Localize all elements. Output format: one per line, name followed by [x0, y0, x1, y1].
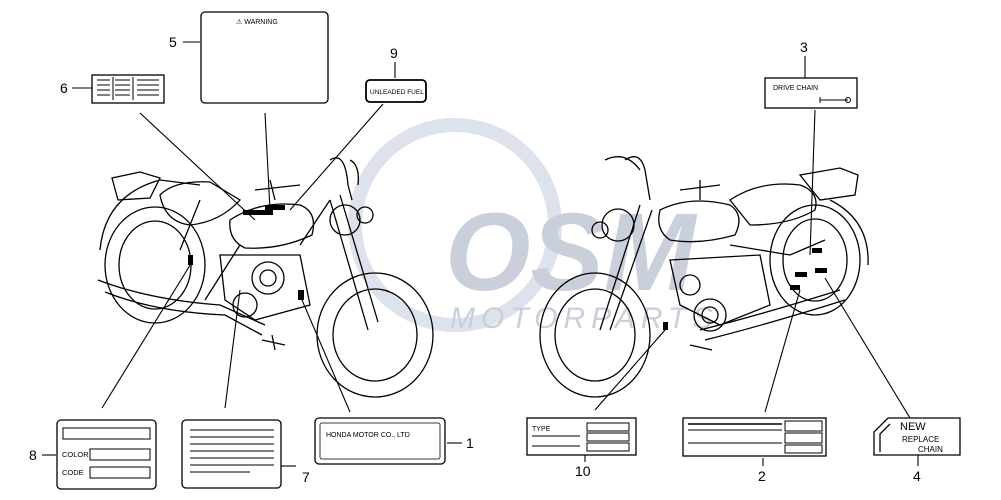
callout-2: 2 — [758, 468, 766, 484]
watermark-subtitle: MOTORPARTS — [450, 302, 718, 335]
pictogram-label — [91, 74, 165, 104]
unleaded-fuel-text: UNLEADED FUEL — [370, 89, 424, 96]
drive-chain-text: DRIVE CHAIN — [773, 85, 818, 92]
callout-numbers: 5 6 9 3 8 7 1 10 2 4 — [29, 34, 921, 485]
watermark-brand: OSM — [445, 191, 698, 314]
warning-label: ⚠ WARNING — [200, 11, 329, 104]
replace-text: REPLACE — [902, 435, 939, 444]
callout-5: 5 — [169, 34, 177, 50]
callout-8: 8 — [29, 447, 37, 463]
callout-1: 1 — [466, 435, 474, 451]
callout-7: 7 — [302, 469, 310, 485]
color-field-label: COLOR — [62, 450, 89, 459]
callout-4: 4 — [913, 468, 921, 484]
watermark: OSM MOTORPARTS — [348, 118, 718, 335]
info-text-label — [181, 419, 282, 489]
callout-9: 9 — [390, 45, 398, 61]
callout-6: 6 — [60, 80, 68, 96]
chain-adjust-icon — [819, 97, 848, 103]
type-field-label: TYPE — [532, 426, 551, 433]
type-label: TYPE — [526, 417, 637, 456]
motorcycle-right-view — [539, 156, 869, 398]
manufacturer-label: HONDA MOTOR CO., LTD — [314, 417, 446, 465]
chain-text: CHAIN — [918, 445, 943, 454]
manufacturer-text: HONDA MOTOR CO., LTD — [326, 432, 410, 439]
drive-chain-label: DRIVE CHAIN — [764, 77, 858, 109]
callout-3: 3 — [800, 39, 808, 55]
code-field-label: CODE — [62, 468, 84, 477]
new-replace-chain-label: NEW REPLACE CHAIN — [873, 417, 961, 456]
new-text: NEW — [900, 421, 926, 433]
color-code-label: COLOR CODE — [56, 419, 157, 490]
leader-lines — [42, 41, 919, 467]
watermark-globe-icon — [348, 118, 562, 332]
warning-label-title: ⚠ WARNING — [236, 18, 278, 26]
motorcycle-left-view — [97, 157, 434, 398]
unleaded-fuel-label: UNLEADED FUEL — [365, 79, 427, 103]
data-plate-label — [682, 417, 827, 457]
callout-10: 10 — [575, 463, 591, 479]
